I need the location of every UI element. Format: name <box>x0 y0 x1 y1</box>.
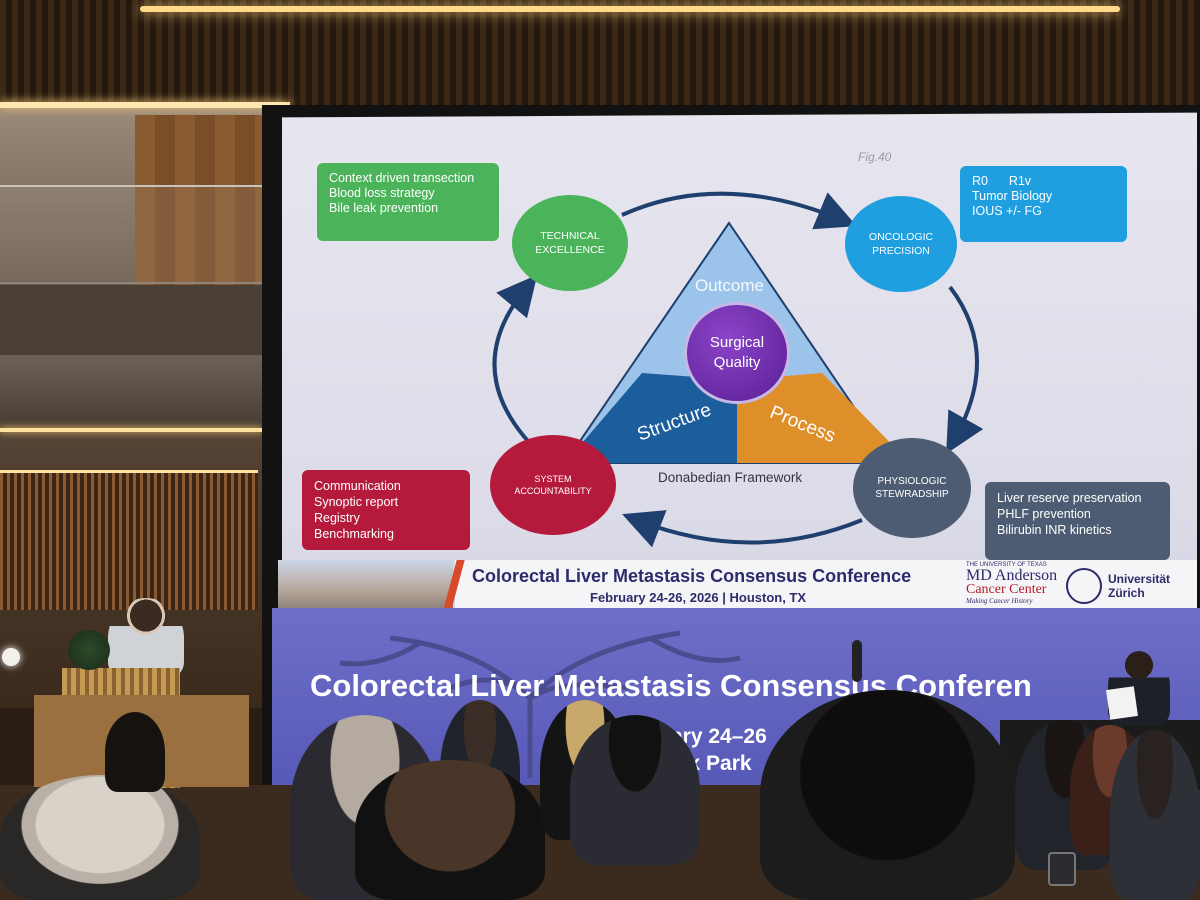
surgical-label: Surgical <box>709 334 765 351</box>
box-line: Blood loss strategy <box>329 186 435 200</box>
audience-member <box>760 690 1015 900</box>
box-line: Bile leak prevention <box>329 201 439 215</box>
phone <box>1048 852 1076 886</box>
audience-member <box>1110 730 1200 900</box>
triangle-structure <box>565 373 737 463</box>
audience-member <box>355 760 545 900</box>
arrow-top <box>621 191 857 230</box>
uzh-seal-icon <box>1066 568 1102 604</box>
mda-tagline: Making Cancer History <box>966 597 1033 605</box>
physiologic-notes-box: Liver reserve preservation PHLF preventi… <box>985 482 1170 560</box>
balcony-railing <box>0 185 268 284</box>
md-anderson-logo: THE UNIVERSITY OF TEXAS MD Anderson Canc… <box>966 562 1057 605</box>
balcony-underside <box>0 355 262 425</box>
box-line: IOUS +/- FG <box>972 204 1042 218</box>
arrow-left <box>492 274 538 442</box>
box-line: Communication <box>314 479 401 493</box>
box-line: Benchmarking <box>314 527 394 541</box>
technical-excellence-circle: TECHNICAL EXCELLENCE <box>512 195 628 291</box>
ceiling-light-strip <box>140 6 1120 12</box>
audience-member <box>570 715 700 865</box>
arrow-bottom <box>622 510 863 548</box>
circle-label: SYSTEM <box>534 474 572 484</box>
wood-panel <box>135 115 275 295</box>
system-accountability-circle: SYSTEM ACCOUNTABILITY <box>490 435 616 535</box>
triangle-process <box>737 373 910 463</box>
balcony-floor <box>0 285 268 355</box>
box-line: R0 R1v <box>972 174 1032 188</box>
tree-silhouette <box>339 630 741 778</box>
ceiling <box>0 0 1200 110</box>
wood-slat-wall <box>0 470 258 610</box>
mda-name: MD Anderson <box>966 567 1058 584</box>
plants <box>68 630 110 670</box>
oncologic-notes-box: R0 R1v Tumor Biology IOUS +/- FG <box>960 166 1127 242</box>
circle-label: ONCOLOGIC <box>868 231 934 243</box>
audience-member <box>0 775 200 900</box>
outcome-label: Outcome <box>695 276 764 295</box>
box-line: Registry <box>314 511 360 525</box>
banner-date: February 24-26, 2026 | Houston, TX <box>590 590 807 605</box>
mda-cancer-center: Cancer Center <box>966 582 1047 597</box>
framework-caption: Donabedian Framework <box>658 470 803 485</box>
accountability-notes-box: Communication Synoptic report Registry B… <box>302 470 470 550</box>
houston-skyline-photo <box>278 560 453 610</box>
box-line: Bilirubin INR kinetics <box>997 523 1112 537</box>
paper-sheet <box>1106 686 1138 720</box>
speaker <box>108 598 184 678</box>
circle-label: PHYSIOLOGIC <box>877 476 947 487</box>
uzh-line2: Zürich <box>1108 586 1145 600</box>
physiologic-stewardship-circle: PHYSIOLOGIC STEWRADSHIP <box>853 438 971 538</box>
box-line: PHLF prevention <box>997 507 1091 521</box>
fig-label: Fig.40 <box>858 150 892 164</box>
quality-label: Quality <box>713 354 761 371</box>
box-line: Tumor Biology <box>972 189 1053 203</box>
uzh-logo: Universität Zürich <box>1108 572 1170 600</box>
box-line: Context driven transection <box>329 171 475 185</box>
circle-label: EXCELLENCE <box>535 244 605 256</box>
box-line: Liver reserve preservation <box>997 491 1142 505</box>
circle-label: TECHNICAL <box>540 230 600 242</box>
arrow-right <box>946 285 984 454</box>
light-strip <box>0 428 262 432</box>
light-strip <box>0 470 258 473</box>
circle-label: STEWRADSHIP <box>875 489 949 500</box>
banner-title: Colorectal Liver Metastasis Consensus Co… <box>472 566 912 586</box>
wall-light <box>2 648 20 666</box>
circle-label: ACCOUNTABILITY <box>514 486 592 496</box>
audience-member <box>105 712 165 792</box>
circle-label: PRECISION <box>872 245 930 257</box>
uzh-line1: Universität <box>1108 572 1171 586</box>
technical-notes-box: Context driven transection Blood loss st… <box>317 163 499 241</box>
box-line: Synoptic report <box>314 495 399 509</box>
oncologic-precision-circle: ONCOLOGIC PRECISION <box>845 196 957 292</box>
surgical-quality-circle: Surgical Quality <box>684 302 790 404</box>
mda-top: THE UNIVERSITY OF TEXAS <box>966 562 1047 568</box>
microphone-icon <box>852 640 862 682</box>
balcony-light-strip <box>0 102 290 108</box>
